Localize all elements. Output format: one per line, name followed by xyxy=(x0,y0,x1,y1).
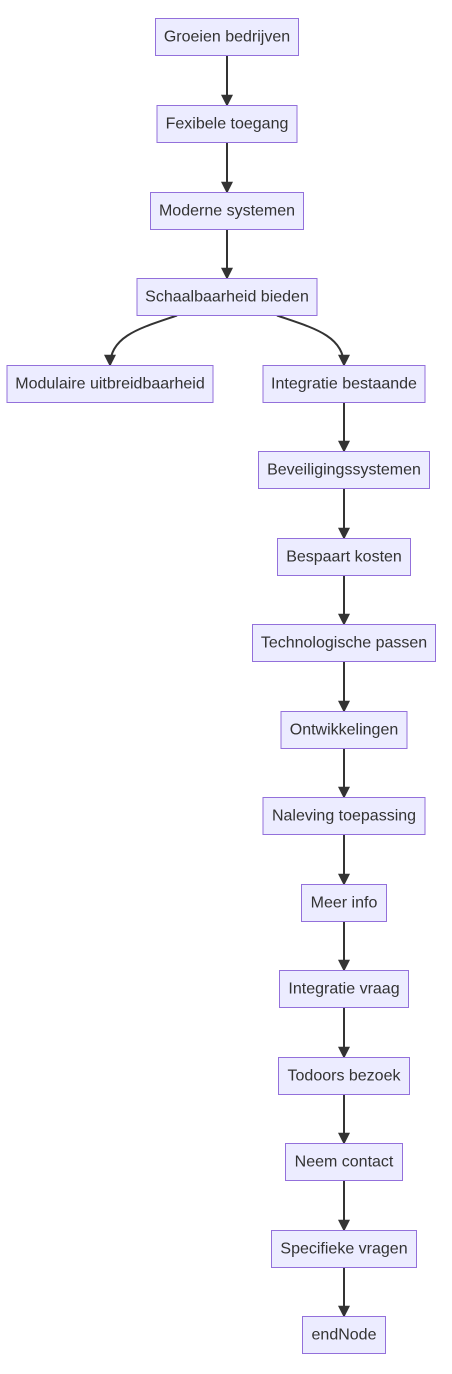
flow-node: endNode xyxy=(302,1316,386,1354)
flow-node-box xyxy=(262,797,426,835)
flow-node: Schaalbaarheid bieden xyxy=(136,278,318,316)
flow-node: Todoors bezoek xyxy=(278,1057,410,1095)
flow-node-box xyxy=(6,365,214,403)
flow-node-box xyxy=(136,278,318,316)
edges-layer xyxy=(104,55,350,1318)
flow-node: Technologische passen xyxy=(252,624,436,662)
flow-node-label: Schaalbaarheid bieden xyxy=(145,289,309,306)
flow-node-box xyxy=(285,1143,403,1181)
flow-node-label: Integratie bestaande xyxy=(271,376,417,393)
flow-node: Groeien bedrijven xyxy=(155,18,299,56)
flow-node: Integratie vraag xyxy=(279,970,409,1008)
flow-node-label: Integratie vraag xyxy=(288,981,399,998)
flow-node-label: Groeien bedrijven xyxy=(164,29,290,46)
flow-node-label: Modulaire uitbreidbaarheid xyxy=(15,376,204,393)
flow-node: Meer info xyxy=(301,884,387,922)
flow-node-label: endNode xyxy=(312,1327,377,1344)
flow-node-box xyxy=(271,1230,417,1268)
flow-node-label: Bespaart kosten xyxy=(286,549,402,566)
flow-node: Naleving toepassing xyxy=(262,797,426,835)
flow-node-label: Specifieke vragen xyxy=(280,1241,407,1258)
flow-node-box xyxy=(156,105,298,143)
flow-node-label: Meer info xyxy=(311,895,378,912)
flow-node-label: Technologische passen xyxy=(261,635,427,652)
flow-node-box xyxy=(278,1057,410,1095)
flow-node-box xyxy=(258,451,430,489)
flow-node-label: Todoors bezoek xyxy=(288,1068,402,1085)
flow-node: Integratie bestaande xyxy=(262,365,426,403)
flow-node: Specifieke vragen xyxy=(271,1230,417,1268)
flow-node: Bespaart kosten xyxy=(277,538,411,576)
flow-node: Ontwikkelingen xyxy=(280,711,408,749)
flow-edge xyxy=(276,314,350,367)
flow-node-box xyxy=(277,538,411,576)
flow-edge xyxy=(104,314,178,367)
flow-node-label: Ontwikkelingen xyxy=(290,722,399,739)
flow-node-box xyxy=(301,884,387,922)
flow-node-box xyxy=(279,970,409,1008)
flow-node-label: Moderne systemen xyxy=(159,203,295,220)
flow-node-label: Neem contact xyxy=(295,1154,394,1171)
flow-node-box xyxy=(302,1316,386,1354)
flow-node-box xyxy=(252,624,436,662)
flow-node-box xyxy=(280,711,408,749)
flow-node: Modulaire uitbreidbaarheid xyxy=(6,365,214,403)
flow-node: Beveiligingssystemen xyxy=(258,451,430,489)
flow-node-label: Fexibele toegang xyxy=(166,116,289,133)
flow-node: Moderne systemen xyxy=(150,192,304,230)
flow-node-label: Naleving toepassing xyxy=(272,808,416,825)
flow-node: Neem contact xyxy=(285,1143,403,1181)
flow-node: Fexibele toegang xyxy=(156,105,298,143)
flow-node-label: Beveiligingssystemen xyxy=(267,462,421,479)
flow-node-box xyxy=(155,18,299,56)
flow-node-box xyxy=(150,192,304,230)
flow-node-box xyxy=(262,365,426,403)
